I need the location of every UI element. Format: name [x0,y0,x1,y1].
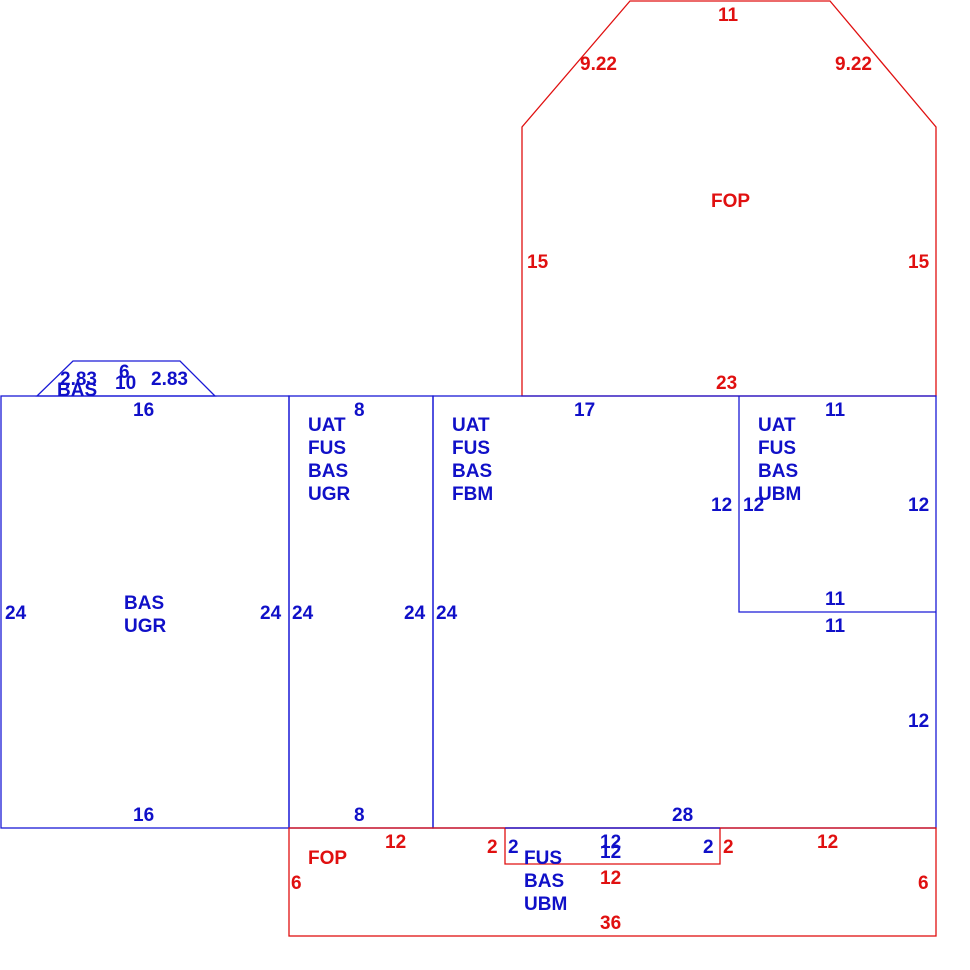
dim-right-upper-left-inner: 12 [743,495,764,516]
dim-porch-top-left: 15 [527,252,549,273]
area-code-left-middle-2: FUS [308,438,346,459]
dim-porch-top-bottom: 23 [716,373,737,394]
dim-bump-top-inner: 12 [600,842,621,863]
dim-left-block-bottom: 16 [133,805,154,826]
dim-left-middle-top: 8 [354,400,365,421]
dim-main-right-lower: 12 [908,711,929,732]
area-code-left-block-1: BAS [124,593,164,614]
area-code-left-middle-3: BAS [308,461,348,482]
area-code-main-3: BAS [452,461,492,482]
dim-right-upper-bottom-inner: 11 [825,589,846,610]
area-code-left-block-2: UGR [124,616,167,637]
area-code-main-1: UAT [452,415,490,436]
dim-porch-bottom-right: 6 [918,873,929,894]
area-code-right-upper-1: UAT [758,415,796,436]
area-code-right-upper-4: UBM [758,484,801,505]
dim-right-upper-top: 11 [825,400,846,421]
area-code-left-middle-4: UGR [308,484,351,505]
dim-porch-top-right: 15 [908,252,930,273]
dim-left-block-right: 24 [260,603,282,624]
dim-porch-top-diag-left: 9.22 [580,54,617,75]
area-code-bump-1: FUS [524,848,562,869]
dim-left-middle-bottom: 8 [354,805,365,826]
dim-main-left: 24 [436,603,458,624]
dim-bump-left-inner: 2 [508,837,519,858]
dim-porch-bottom-left: 6 [291,873,302,894]
area-code-porch-bottom: FOP [308,848,347,869]
dim-right-upper-bottom-outer: 11 [825,616,846,637]
area-code-left-middle-1: UAT [308,415,346,436]
right-upper-outline [738,396,936,613]
dim-bump-top: 12 [600,832,621,853]
area-code-main-4: FBM [452,484,493,505]
dim-left-block-top: 16 [133,400,154,421]
area-code-right-upper-3: BAS [758,461,798,482]
dim-trapezoid-bottom: 10 [115,373,136,394]
dim-left-middle-left: 24 [292,603,314,624]
dim-bump-left: 2 [487,837,498,858]
dim-right-upper-left-outer: 12 [711,495,732,516]
dim-bump-right: 2 [723,837,734,858]
dim-bump-right-inner: 2 [703,837,714,858]
area-code-main-2: FUS [452,438,490,459]
dim-main-top: 17 [574,400,595,421]
dim-trapezoid-left: 2.83 [60,369,97,390]
dim-bump-bottom: 12 [600,868,621,889]
dim-left-block-left: 24 [5,603,27,624]
dim-porch-bottom-bottom: 36 [600,913,621,934]
dim-left-middle-right: 24 [404,603,426,624]
area-code-bump-3: UBM [524,894,567,915]
area-code-porch-top: FOP [711,191,750,212]
bump-outline [504,828,721,865]
area-code-right-upper-2: FUS [758,438,796,459]
dim-main-bottom: 28 [672,805,693,826]
dim-porch-bottom-top-left: 12 [385,832,406,853]
dim-porch-top-diag-right: 9.22 [835,54,872,75]
dim-right-upper-right: 12 [908,495,929,516]
area-code-trapezoid: BAS [57,380,97,401]
dim-trapezoid-right: 2.83 [151,369,188,390]
dim-trapezoid-top: 6 [119,362,130,383]
dim-porch-top-top: 11 [718,5,739,26]
area-code-bump-2: BAS [524,871,564,892]
dim-porch-bottom-top-right: 12 [817,832,838,853]
